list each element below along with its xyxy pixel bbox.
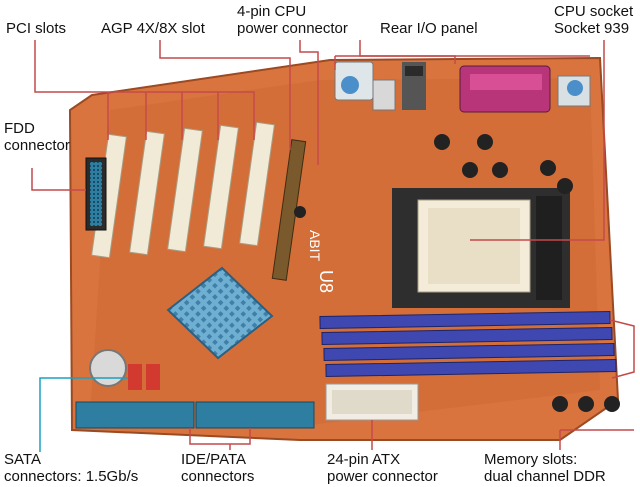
board-model-silkscreen: U8 (316, 270, 336, 293)
ide-connectors (75, 401, 315, 429)
label-rear-io-panel: Rear I/O panel (380, 20, 478, 37)
label-pci-slots: PCI slots (6, 20, 67, 37)
chipset-heatsink (166, 266, 274, 360)
label-sata-connectors: SATA connectors: 1.5Gb/s (4, 451, 139, 485)
capacitors (294, 134, 620, 412)
leader-lines (31, 40, 635, 450)
label-fdd-connector: FDD connector (4, 120, 70, 154)
label-memory-slots: Memory slots: dual channel DDR (484, 451, 606, 485)
cmos-battery (89, 349, 127, 387)
atx-power-connector (325, 383, 419, 421)
label-ide-connectors: IDE/PATA connectors (181, 451, 255, 485)
memory-slots (319, 310, 617, 378)
label-agp-slot: AGP 4X/8X slot (101, 20, 205, 37)
cpu-socket (392, 188, 570, 308)
rear-io-panel (334, 61, 591, 113)
label-cpu-power-connector: 4-pin CPU power connector (237, 3, 348, 37)
fdd-connector (85, 157, 107, 231)
sata-leader-line (39, 377, 128, 452)
sata-connectors (128, 364, 160, 390)
label-atx-power-connector: 24-pin ATX power connector (327, 451, 438, 485)
board-brand-silkscreen: ABIT (307, 230, 323, 262)
label-cpu-socket: CPU socket Socket 939 (554, 3, 634, 37)
